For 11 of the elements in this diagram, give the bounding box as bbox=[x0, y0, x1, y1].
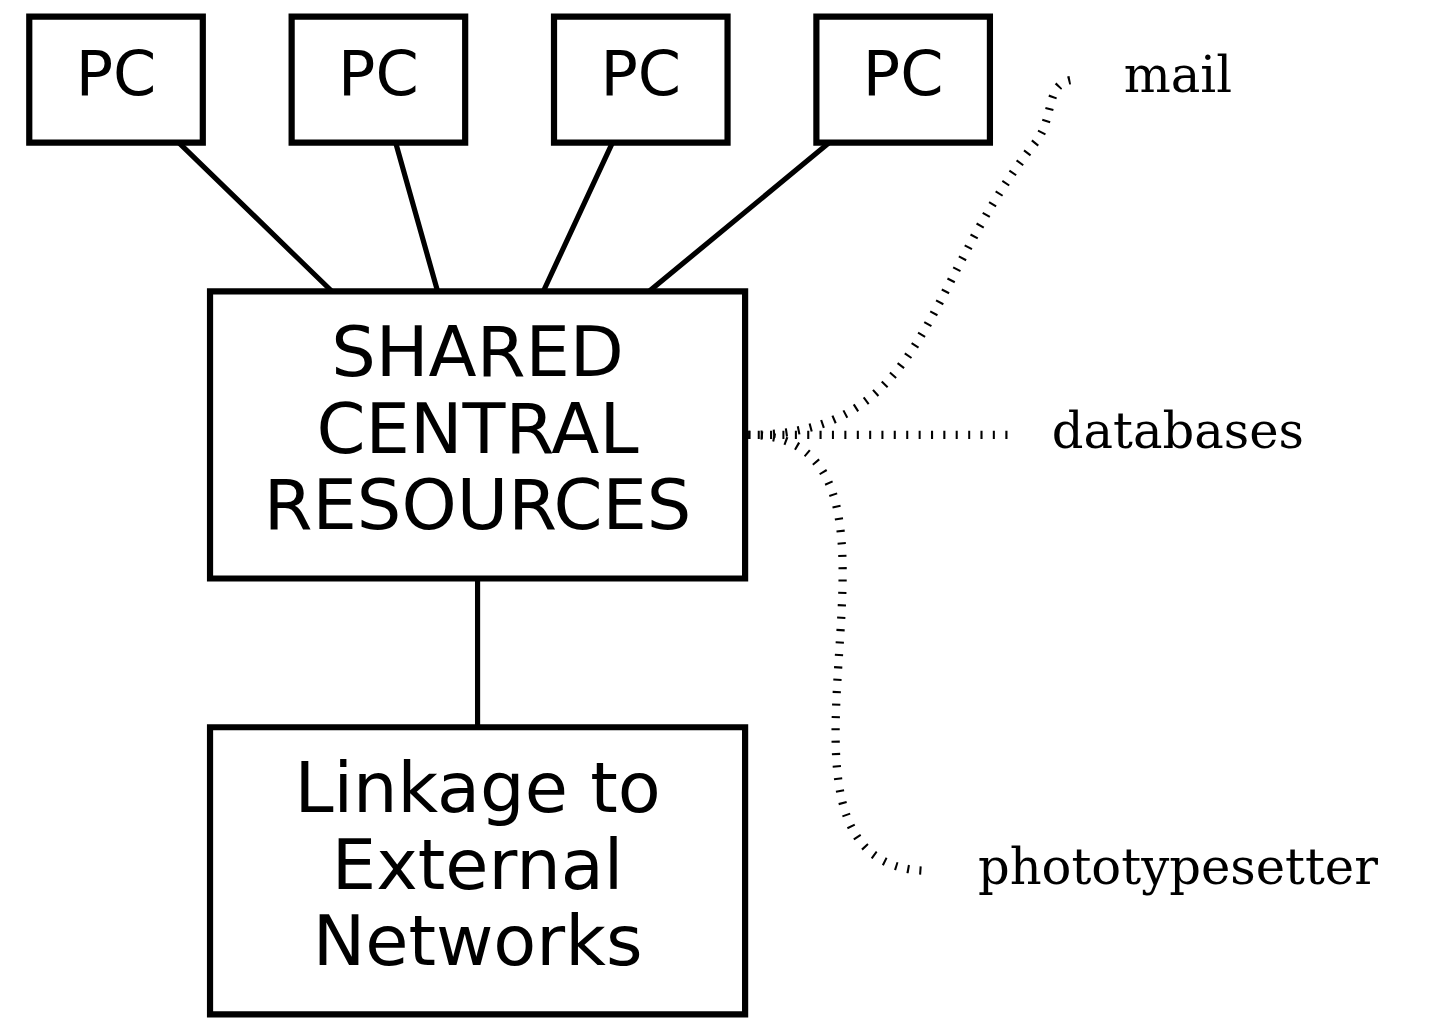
node-text: mail bbox=[1123, 46, 1232, 105]
node-box: PC bbox=[288, 13, 468, 146]
node-box: Linkage to External Networks bbox=[206, 724, 748, 1018]
node-text: phototypesetter bbox=[977, 837, 1378, 896]
connector bbox=[474, 578, 480, 727]
node-box: PC bbox=[25, 13, 206, 146]
node-box: SHARED CENTRAL RESOURCES bbox=[206, 288, 748, 582]
node-box: PC bbox=[812, 13, 993, 146]
connector bbox=[392, 142, 440, 292]
node-box: PC bbox=[550, 13, 731, 146]
node-text: databases bbox=[1051, 401, 1304, 460]
